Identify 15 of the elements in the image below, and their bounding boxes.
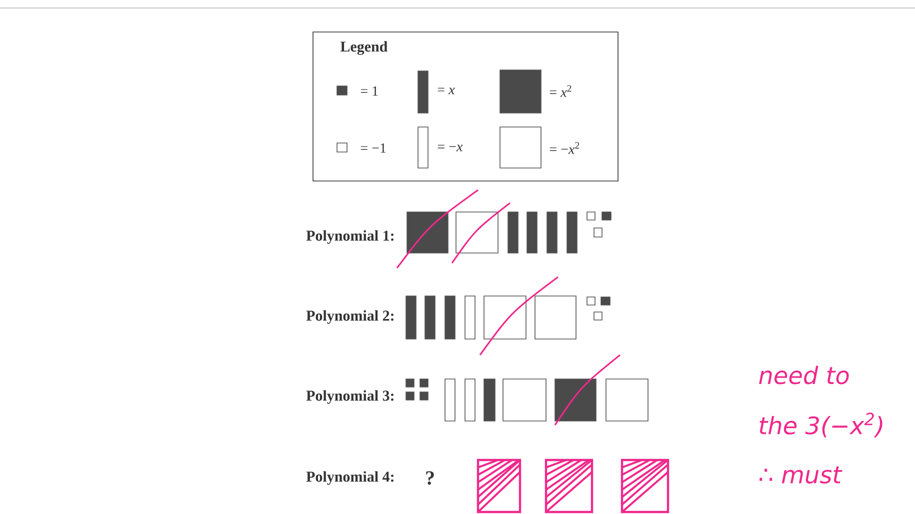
handwritten-note: ∴ must [760, 466, 842, 484]
legend-text: = −x [438, 144, 463, 152]
legend-text: = x$^{2}$ [550, 85, 572, 97]
row-label: Polynomial 2: [306, 310, 394, 324]
legend-text: = −x$^{2}$ [550, 142, 580, 154]
legend-text: = x [438, 88, 455, 94]
row-label: Polynomial 1: [306, 230, 394, 244]
handwritten-note: need to [759, 366, 849, 384]
row-label: Polynomial 3: [306, 390, 394, 404]
row-label: Polynomial 4: [306, 471, 394, 485]
handwritten-note: the 3(−x$^{2}$) [760, 412, 882, 438]
question-mark: ? [426, 471, 434, 485]
legend-title: Legend [340, 41, 388, 55]
legend-text: = 1 [360, 86, 378, 96]
legend-text: = −1 [360, 143, 386, 153]
